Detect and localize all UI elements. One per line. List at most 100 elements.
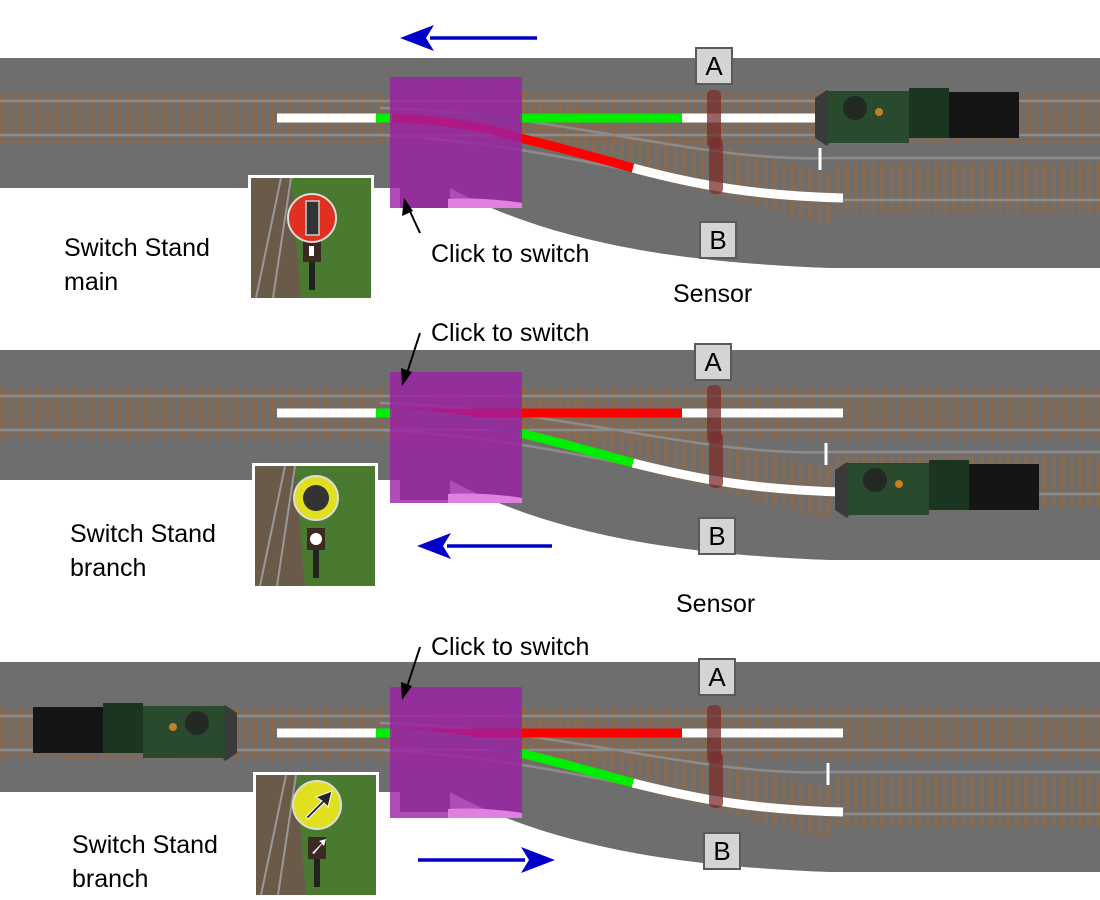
tie <box>1096 776 1100 828</box>
click-to-switch-zone[interactable] <box>390 372 522 503</box>
tie <box>664 130 669 183</box>
locomotive-cab <box>909 88 949 138</box>
locomotive <box>33 703 237 761</box>
tie <box>1035 707 1040 759</box>
tie <box>891 707 896 759</box>
tie <box>936 387 941 439</box>
tie <box>934 776 939 828</box>
tie <box>871 776 876 828</box>
lamp-lens <box>310 533 322 545</box>
sensor-a-label: A <box>695 47 733 85</box>
tie <box>234 92 239 144</box>
tie <box>927 707 932 759</box>
tie <box>1053 707 1058 759</box>
sensor-a <box>707 705 721 763</box>
panel-main: A B Click to switch Sensor Switch Stand … <box>0 0 1100 310</box>
tie <box>171 92 176 144</box>
tie <box>871 162 876 214</box>
locomotive-chimney <box>863 468 887 492</box>
sensor-a <box>707 385 721 443</box>
tie <box>736 763 741 816</box>
sensor-b <box>709 138 723 194</box>
tie <box>1096 162 1100 214</box>
tie <box>691 752 696 805</box>
tie <box>882 707 887 759</box>
tie <box>270 92 275 144</box>
tie <box>27 92 32 144</box>
tie <box>90 387 95 439</box>
tie <box>1035 92 1040 144</box>
tie <box>135 92 140 144</box>
tie <box>628 735 633 788</box>
tie <box>1062 707 1067 759</box>
tie <box>27 387 32 439</box>
track-diagram-branch-inbound <box>0 332 1100 560</box>
switch-stand-red-main-icon[interactable] <box>248 175 374 301</box>
tie <box>972 387 977 439</box>
tie <box>862 776 867 828</box>
track-bed <box>251 178 301 298</box>
direction-arrow-head <box>521 847 555 873</box>
tie <box>772 159 777 212</box>
stand-post <box>309 262 315 290</box>
tie <box>45 387 50 439</box>
tie <box>970 776 975 828</box>
tie <box>952 162 957 214</box>
direction-arrow-head <box>400 25 434 51</box>
tie <box>1069 456 1074 508</box>
tie <box>943 776 948 828</box>
switch-stand-yellow-arrow-icon[interactable] <box>253 772 379 898</box>
track-diagram-branch-outbound <box>0 646 1100 873</box>
tie <box>1071 707 1076 759</box>
tie <box>934 162 939 214</box>
switch-stand-label-line2: branch <box>70 554 147 582</box>
tie <box>936 707 941 759</box>
locomotive-chimney <box>185 711 209 735</box>
tie <box>108 387 113 439</box>
tie <box>619 733 624 786</box>
tie <box>556 716 561 769</box>
click-to-switch-zone[interactable] <box>390 77 522 208</box>
tie <box>637 123 642 176</box>
tie <box>1042 456 1047 508</box>
tie <box>63 92 68 144</box>
tie <box>864 707 869 759</box>
tie <box>646 125 651 178</box>
tie <box>673 427 678 480</box>
tie <box>1062 387 1067 439</box>
tie <box>270 387 275 439</box>
tie <box>610 410 615 463</box>
tie <box>9 92 14 144</box>
switch-stand-label: Switch Stand branch <box>70 517 216 585</box>
rail <box>272 178 292 298</box>
tie <box>655 742 660 795</box>
tie <box>1026 387 1031 439</box>
tie <box>882 387 887 439</box>
tie <box>207 92 212 144</box>
tie <box>9 707 14 759</box>
switch-stand-yellow-branch-icon[interactable] <box>252 463 378 589</box>
tie <box>979 162 984 214</box>
rail <box>277 775 297 895</box>
rail <box>260 775 287 895</box>
pointer-arrow-head <box>402 198 413 216</box>
rail <box>276 466 296 586</box>
tie <box>981 387 986 439</box>
tie <box>18 92 23 144</box>
tie <box>781 161 786 214</box>
tie <box>772 773 777 826</box>
tie <box>198 92 203 144</box>
click-to-switch-zone[interactable] <box>390 687 522 818</box>
switch-stand-label-line1: Switch Stand <box>64 234 210 262</box>
tie <box>216 92 221 144</box>
tie <box>846 707 851 759</box>
switch-stand-label-line2: branch <box>72 865 149 893</box>
locomotive-dome <box>895 480 903 488</box>
yellow-graphic <box>255 466 375 586</box>
tie <box>1051 162 1056 214</box>
tie <box>763 156 768 209</box>
tie <box>54 92 59 144</box>
pointer-arrow <box>406 646 421 688</box>
tie <box>565 718 570 771</box>
tie <box>153 92 158 144</box>
